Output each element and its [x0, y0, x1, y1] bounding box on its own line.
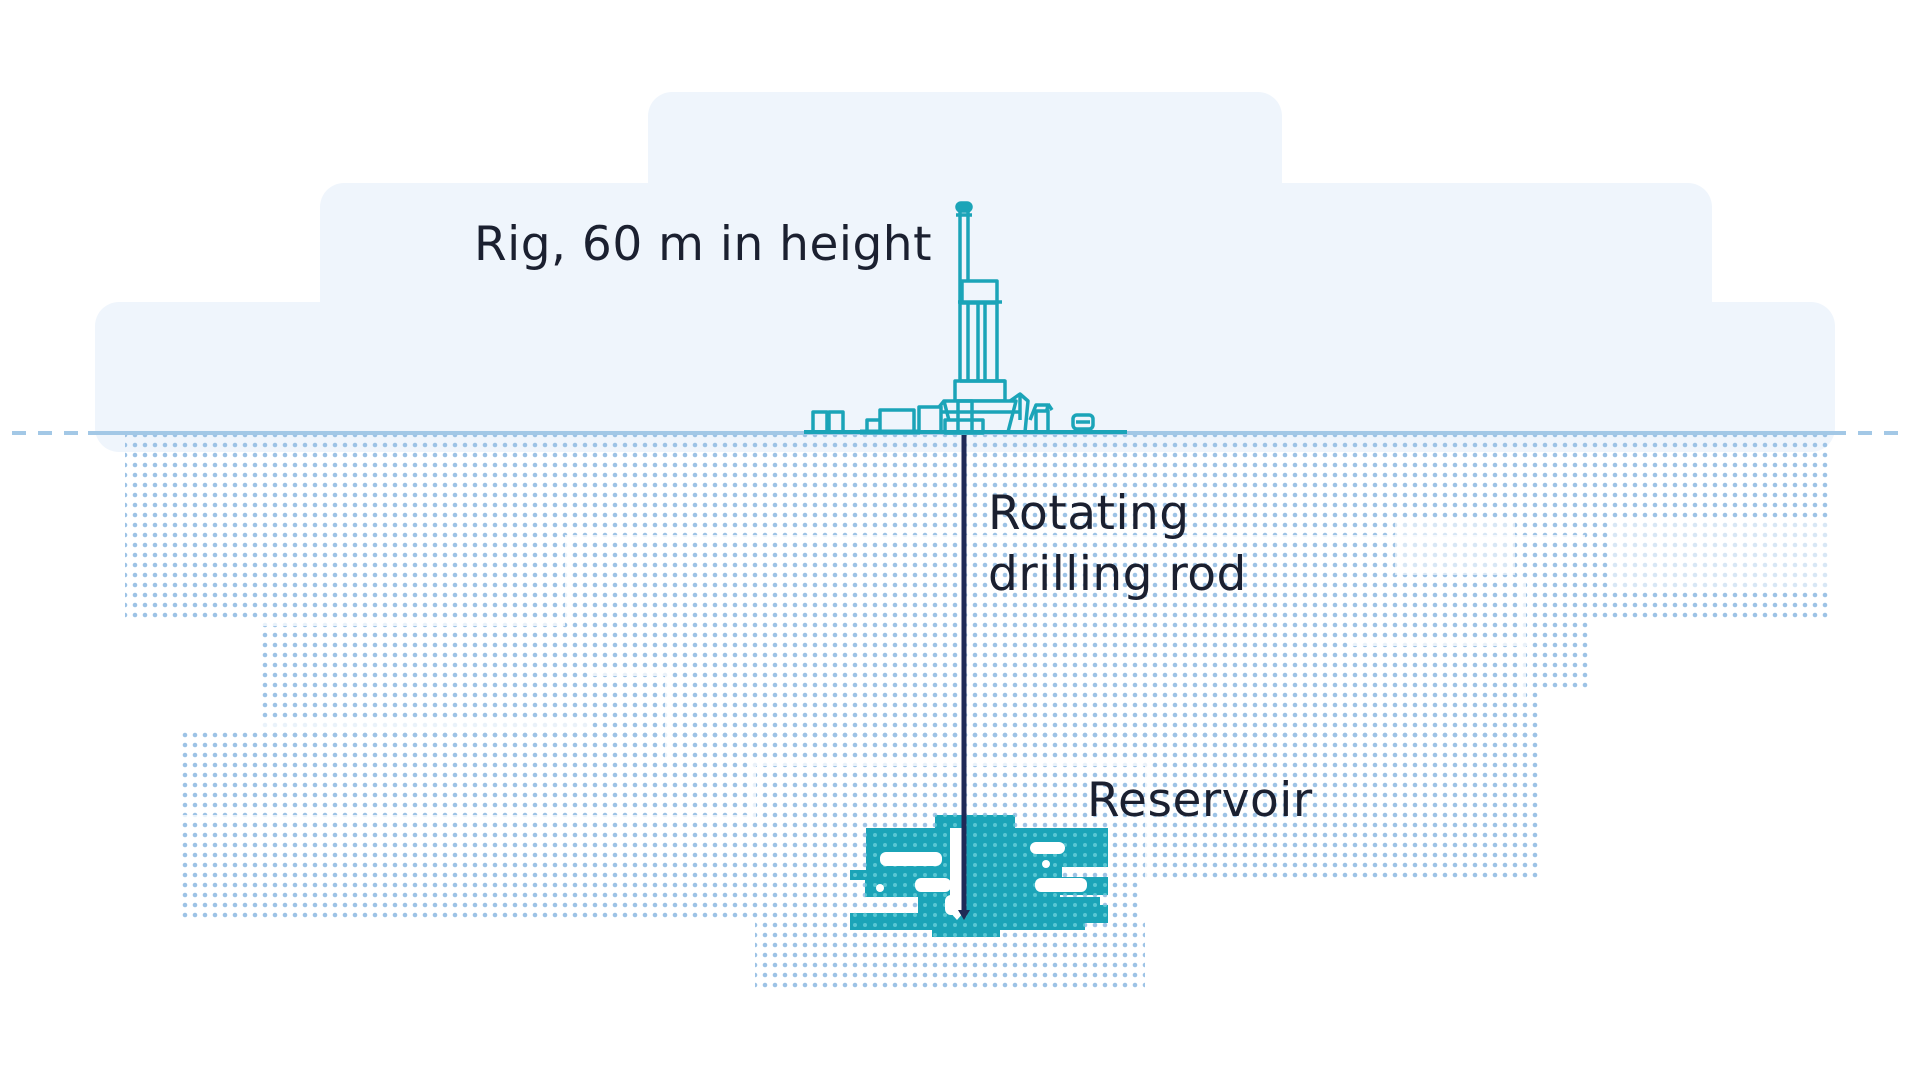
soil-layers	[125, 435, 1835, 990]
drilling-rod-label-line2: drilling rod	[988, 547, 1247, 602]
rig-label: Rig, 60 m in height	[474, 217, 932, 272]
drilling-rod-label-line1: Rotating	[988, 486, 1190, 541]
drilling-rig	[804, 201, 1127, 435]
drilling-rod	[958, 435, 970, 920]
drilling-rod-label: Rotating drilling rod	[988, 483, 1247, 605]
reservoir-label: Reservoir	[1087, 773, 1313, 828]
sky-background	[95, 92, 1835, 452]
reservoir	[850, 815, 1108, 937]
